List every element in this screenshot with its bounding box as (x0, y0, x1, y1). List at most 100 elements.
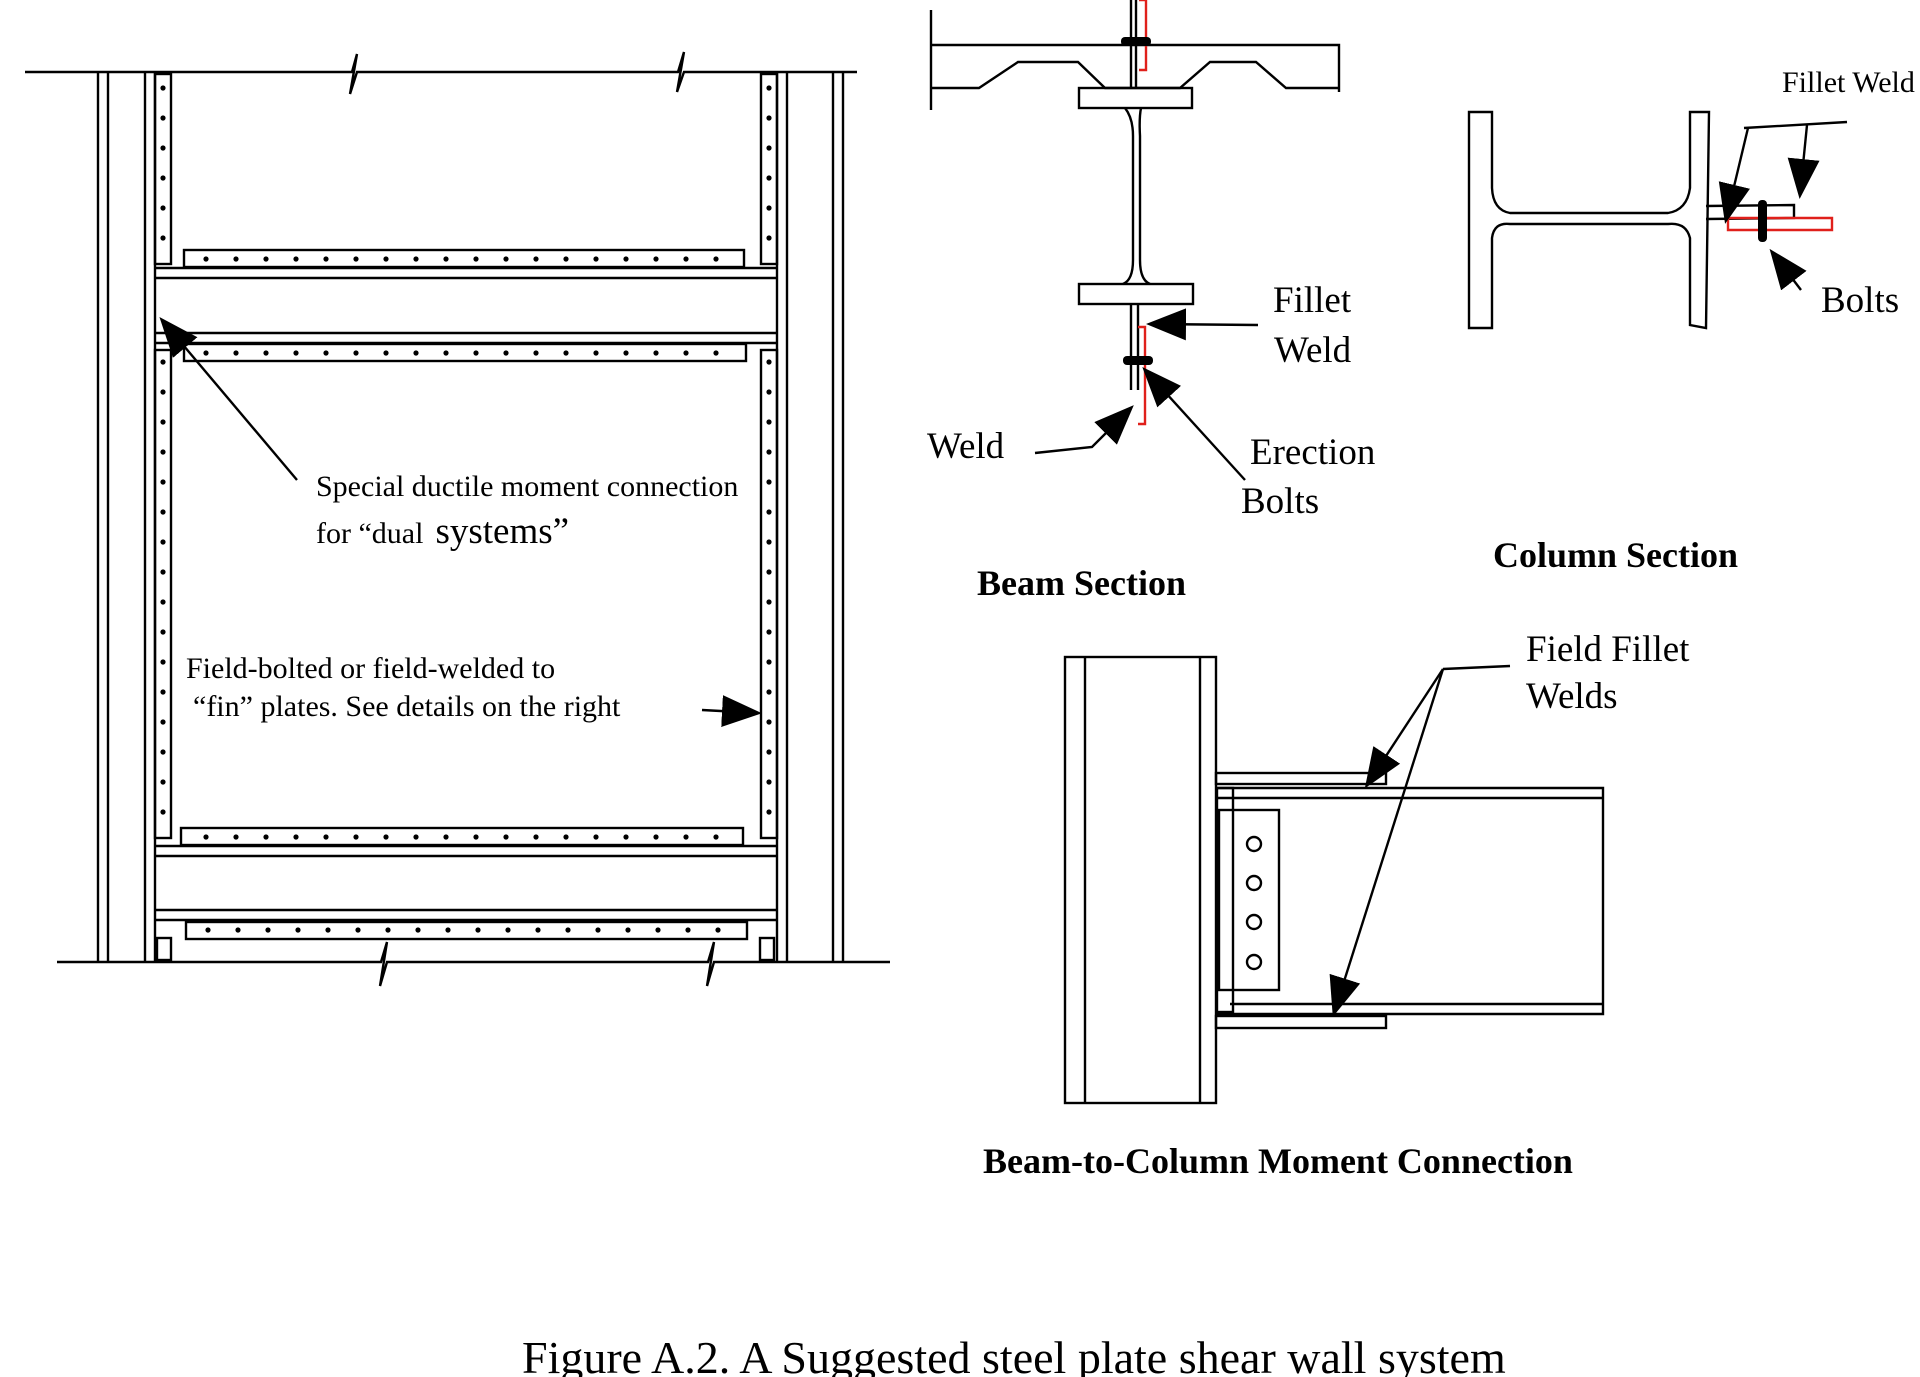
beam-section-drawing (929, 0, 1341, 390)
bolt-dot (766, 205, 772, 211)
moment-connection-title: Beam-to-Column Moment Connection (983, 1141, 1573, 1181)
column-fillet-weld-label: Fillet Weld (1782, 66, 1915, 99)
beam-section-title: Beam Section (977, 563, 1186, 603)
bolt-dot (160, 449, 166, 455)
fin-plate-lower-beam-bottom (184, 920, 749, 941)
column-left-flange (1467, 110, 1711, 330)
bolt-dot (353, 834, 359, 840)
bolt-dot (625, 927, 631, 933)
right-column (775, 72, 845, 962)
bolt-dot (160, 689, 166, 695)
column-section-drawing (1467, 110, 1848, 330)
weld-label: Weld (927, 426, 1005, 467)
bolt-dot (385, 927, 391, 933)
fin-plate-right-middle (759, 348, 779, 840)
bolt-dot (293, 350, 299, 356)
bolt-dot (713, 256, 719, 262)
bolt-dot (683, 834, 689, 840)
moment-connection-leader (159, 316, 298, 481)
bolt-dot (383, 350, 389, 356)
bolt-dot (653, 350, 659, 356)
bolt-dot (766, 599, 772, 605)
fin-plate-leader (701, 695, 762, 728)
figure-caption: Figure A.2. A Suggested steel plate shea… (522, 1332, 1506, 1377)
column-section-title: Column Section (1493, 535, 1738, 575)
bolt-dot (160, 599, 166, 605)
connection-column (1063, 655, 1218, 1105)
bolt-dot (355, 927, 361, 933)
bolt-dot (766, 419, 772, 425)
moment-connection-drawing (1063, 655, 1605, 1105)
bolt-dot (160, 569, 166, 575)
bolt-dot (473, 834, 479, 840)
bolt-dot (160, 205, 166, 211)
bolt-dot (160, 779, 166, 785)
bolt-dot (766, 235, 772, 241)
beam-web (1122, 107, 1151, 286)
bolt-dot (503, 834, 509, 840)
moment-connection-leaders (1329, 664, 1511, 1017)
column-weld-plate (1726, 216, 1834, 232)
bolt-dot (205, 927, 211, 933)
bolt-dot (353, 350, 359, 356)
bolt-dot (593, 256, 599, 262)
fin-plate-upper-beam-top (182, 248, 746, 269)
bolt-dot (293, 834, 299, 840)
bolt-dot (160, 719, 166, 725)
bolt-dot (565, 927, 571, 933)
bolt-dot (160, 175, 166, 181)
bolt-dot (323, 834, 329, 840)
bolt-dot (766, 749, 772, 755)
column-bolts-label: Bolts (1821, 280, 1899, 321)
bolt-dot (766, 85, 772, 91)
beam-bottom-flange (1077, 282, 1195, 306)
bolt-dot (533, 834, 539, 840)
bolt-dot (563, 256, 569, 262)
lower-beam (155, 844, 777, 922)
bolt-dot (713, 350, 719, 356)
bolt-dot (203, 256, 209, 262)
bolt-dot (766, 145, 772, 151)
bolt-dot (203, 350, 209, 356)
bolt-dot (766, 175, 772, 181)
fillet-weld-label-line1: Fillet (1273, 280, 1352, 321)
fin-plate-label-line2: “fin” plates. See details on the right (193, 690, 621, 723)
bolt-dot (443, 834, 449, 840)
bottom-floor-break-line (57, 941, 890, 987)
bolt-dot (623, 834, 629, 840)
beam-top-flange (1077, 86, 1194, 110)
bolt-dot (655, 927, 661, 933)
bolt-dot (623, 256, 629, 262)
bolt-dot (766, 569, 772, 575)
bolt-dot (263, 256, 269, 262)
bolt-dot (323, 256, 329, 262)
bolt-dot (535, 927, 541, 933)
bolt-dot (160, 145, 166, 151)
bolt-dot (323, 350, 329, 356)
moment-connection-label-line2a: for “dual (316, 517, 423, 550)
top-floor-break-line (25, 51, 857, 95)
fin-plate-lower-beam-top (179, 826, 745, 847)
bolt-dot (766, 719, 772, 725)
bolt-dot (715, 927, 721, 933)
fillet-weld-label-line2: Weld (1274, 330, 1352, 371)
bolt-dot (443, 256, 449, 262)
beam-section-bolts (1121, 37, 1153, 365)
bolt-dot (160, 659, 166, 665)
connection-beam (1216, 786, 1605, 1016)
bolt-dot (160, 509, 166, 515)
bolt-dot (160, 479, 166, 485)
bolt-dot (263, 834, 269, 840)
bolt-dot (160, 629, 166, 635)
bottom-flange-plate (1214, 1014, 1388, 1030)
bolt-dot (593, 350, 599, 356)
bolt-dots (160, 85, 772, 933)
column-section-leaders (1718, 124, 1820, 291)
moment-connection-label-line1: Special ductile moment connection (316, 470, 738, 503)
bolt-dot (593, 834, 599, 840)
fin-plate-right-upper (759, 72, 779, 266)
bolt-dot (503, 350, 509, 356)
bolt-dot (685, 927, 691, 933)
bolt-dot (235, 927, 241, 933)
